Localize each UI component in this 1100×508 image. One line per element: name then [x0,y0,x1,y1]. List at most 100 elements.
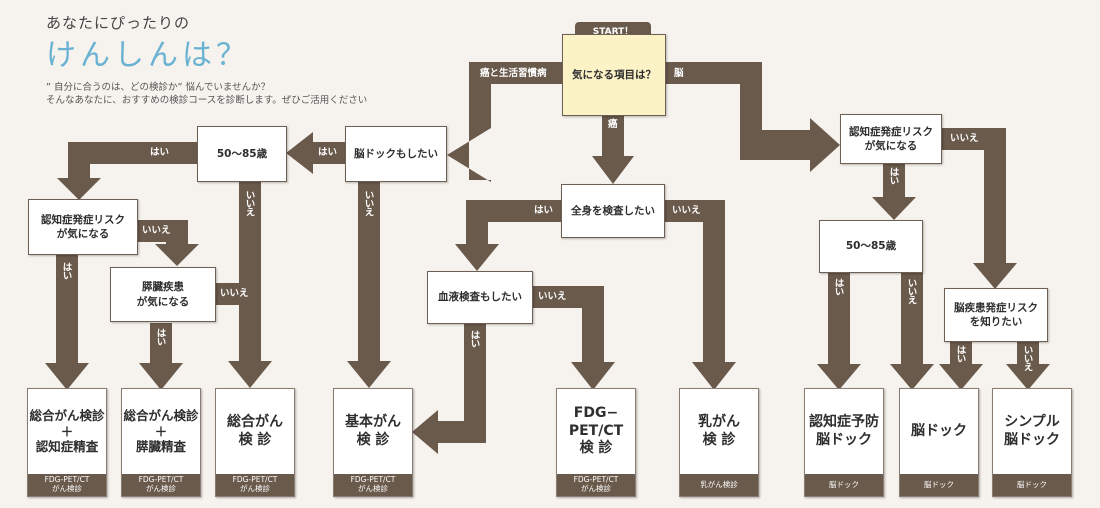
node-pancreas: 膵臓疾患 が気になる [110,267,216,322]
label-yes-dementia-right: はい [887,167,899,184]
label-no-age-left: いいえ [243,190,255,216]
arrow-seg [358,180,380,363]
arrow-seg [68,142,198,164]
arrow-head [692,362,736,390]
arrow-head [228,361,272,388]
arrow-seg [150,323,172,365]
label-no-whole-body: いいえ [672,205,701,216]
label-yes-blood: はい [468,330,480,347]
header-description-1: ” 自分に合うのは、どの検診か” 悩んでいませんか？ [46,82,271,93]
arrow-head [872,197,916,220]
node-whole-body: 全身を検査したい [561,184,665,238]
result-title: FDG− PET/CT 検 診 [568,405,624,457]
label-no-dementia-left: いいえ [142,225,171,236]
arrow-seg [464,322,486,443]
arrow-seg [466,200,488,246]
node-age-left: 50～85歳 [197,126,287,182]
header-description-2: そんなあなたに、おすすめの検診コースを診断します。ぜひご活用ください [46,95,368,106]
label-cancer-lifestyle: 癌と生活習慣病 [480,68,547,79]
arrow-head [45,363,89,390]
label-yes-dementia-left: はい [60,262,72,279]
result-footer: 乳がん検診 [680,474,758,496]
arrow-head [455,244,499,271]
arrow-head [57,178,101,200]
label-no-brain-disease: いいえ [1021,345,1033,371]
arrow-head [412,410,438,454]
arrow-head [592,156,634,184]
node-blood-test: 血液検査もしたい [427,271,533,324]
result-card-3: 総合がん 検 診 FDG-PET/CT がん検診 [215,388,295,497]
result-title: 乳がん 検 診 [698,414,740,448]
arrow-seg [984,128,1006,265]
arrow-seg [703,200,725,364]
result-title: シンプル 脳ドック [1004,414,1060,448]
label-no-blood: いいえ [538,291,567,302]
result-footer: 脳ドック [900,474,978,496]
arrow-head [740,118,840,172]
node-start-question: 気になる項目は？ [562,34,666,116]
arrow-head [447,126,491,182]
label-yes-age-left: はい [150,147,170,158]
label-no-brain-dock: いいえ [362,190,374,216]
result-title: 総合がん 検 診 [227,414,283,448]
arrow-seg [68,142,90,180]
arrow-seg [901,272,923,366]
label-yes-age-right: はい [832,278,844,295]
arrow-seg [1017,341,1039,366]
result-title: 認知症予防 脳ドック [809,414,879,448]
result-title: 総合がん検診 ＋ 膵臓精査 [123,408,199,455]
arrow-seg [602,110,624,158]
result-card-1: 総合がん検診 ＋ 認知症精査 FDG-PET/CT がん検診 [27,388,107,497]
arrow-seg [215,283,251,305]
result-title: 総合がん検診 ＋ 認知症精査 [29,408,105,455]
arrow-head [817,364,861,390]
arrow-head [155,244,199,266]
arrow-seg [664,62,762,84]
result-card-2: 総合がん検診 ＋ 膵臓精査 FDG-PET/CT がん検診 [121,388,201,497]
arrow-seg [166,220,188,246]
arrow-head [890,364,934,390]
result-footer: FDG-PET/CT がん検診 [122,474,200,496]
arrow-seg [239,180,261,363]
arrow-seg [305,142,347,164]
result-footer: FDG-PET/CT がん検診 [334,474,412,496]
result-card-8: 脳ドック 脳ドック [899,388,979,497]
result-title: 基本がん 検 診 [345,414,401,448]
arrow-head [1006,364,1050,390]
label-no-age-right: いいえ [905,278,917,304]
arrow-seg [950,341,972,366]
node-dementia-right: 認知症発症リスク が気になる [840,114,942,164]
result-card-7: 認知症予防 脳ドック 脳ドック [804,388,884,497]
arrow-seg [466,200,562,222]
label-no-pancreas: いいえ [220,288,249,299]
arrow-head [973,263,1017,289]
result-card-5: FDG− PET/CT 検 診 FDG-PET/CT がん検診 [556,388,636,497]
arrow-head [571,362,615,390]
arrow-seg [828,272,850,366]
label-cancer: 癌 [608,119,618,130]
arrow-seg [56,254,78,365]
result-title: 脳ドック [911,422,967,439]
node-age-right: 50～85歳 [819,220,923,273]
label-yes-brain-disease: はい [954,345,966,362]
result-card-4: 基本がん 検 診 FDG-PET/CT がん検診 [333,388,413,497]
page-title: けんしんは？ [46,38,250,73]
result-card-6: 乳がん 検 診 乳がん検診 [679,388,759,497]
result-footer: FDG-PET/CT がん検診 [216,474,294,496]
node-brain-dock-question: 脳ドックもしたい [345,126,447,182]
arrow-head [139,363,183,390]
label-yes-brain-dock: はい [318,147,338,158]
label-brain: 脳 [674,68,684,79]
header-lead: あなたにぴったりの [46,14,191,32]
label-yes-whole-body: はい [534,205,554,216]
arrow-seg [582,286,604,364]
result-footer: FDG-PET/CT がん検診 [28,474,106,496]
label-yes-pancreas: はい [154,328,166,345]
arrow-seg [469,62,564,84]
result-footer: 脳ドック [993,474,1071,496]
node-brain-disease: 脳疾患発症リスク を知りたい [944,288,1048,342]
arrow-head [347,361,391,388]
arrow-seg [436,421,486,443]
result-footer: 脳ドック [805,474,883,496]
